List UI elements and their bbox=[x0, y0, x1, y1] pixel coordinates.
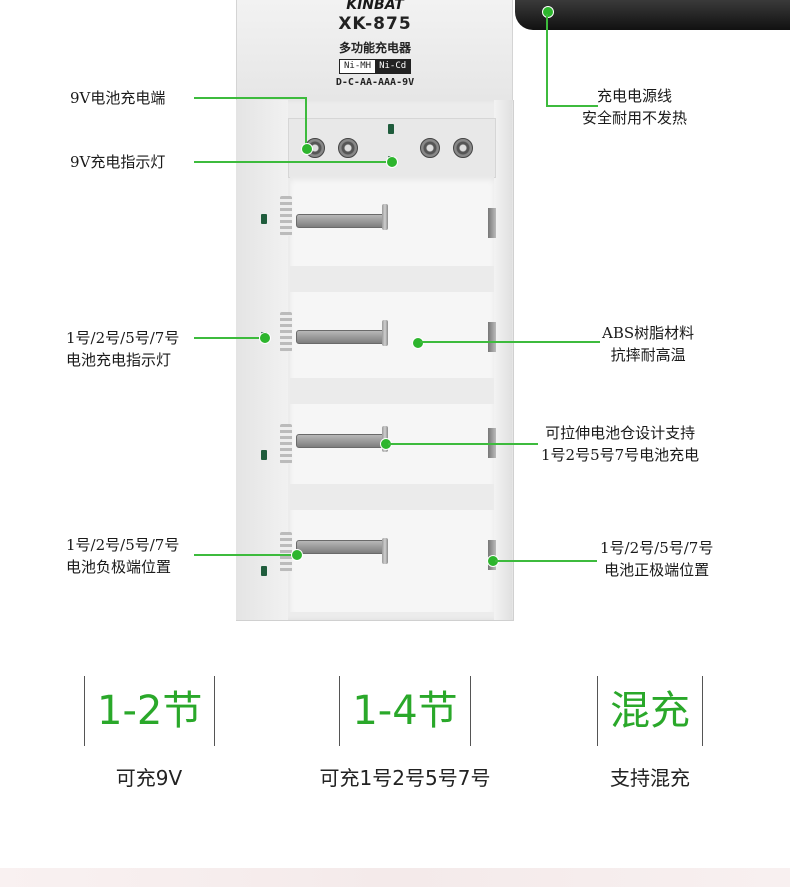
label-line: 1号/2号/5号/7号 bbox=[600, 539, 714, 557]
negative-contact-icon bbox=[296, 214, 386, 228]
negative-spring-icon bbox=[280, 196, 292, 236]
9v-led-icon bbox=[388, 124, 394, 134]
leader-line bbox=[305, 97, 307, 145]
battery-sizes: D-C-AA-AAA-9V bbox=[335, 77, 415, 88]
chemistry-badge: Ni-MH Ni-Cd bbox=[339, 59, 412, 74]
feature-box: 1-4节 bbox=[339, 676, 471, 746]
feature-caption: 可充9V bbox=[115, 766, 183, 790]
charger-rim-right bbox=[494, 100, 512, 620]
contact-post-icon bbox=[382, 204, 388, 230]
label-line: 电池正极端位置 bbox=[604, 561, 710, 579]
leader-line bbox=[420, 341, 600, 343]
negative-contact-icon bbox=[296, 434, 386, 448]
chemistry-nimh: Ni-MH bbox=[340, 60, 376, 73]
label-line: 1号/2号/5号/7号 bbox=[66, 536, 180, 554]
feature-value: 混充 bbox=[610, 688, 690, 734]
slot-led-icon bbox=[261, 214, 267, 224]
slot-led-icon bbox=[261, 450, 267, 460]
leader-line bbox=[194, 554, 294, 556]
negative-spring-icon bbox=[280, 532, 292, 572]
positive-tab-icon bbox=[488, 322, 496, 352]
leader-line bbox=[194, 97, 306, 99]
marker-dot-icon bbox=[259, 332, 271, 344]
marker-dot-icon bbox=[291, 549, 303, 561]
leader-line bbox=[546, 14, 548, 106]
feature-box: 1-2节 bbox=[84, 676, 216, 746]
contact-post-icon bbox=[382, 320, 388, 346]
power-cord bbox=[515, 0, 790, 30]
leader-line bbox=[546, 105, 598, 107]
feature-value: 1-2节 bbox=[97, 688, 203, 734]
charger-subtitle: 多功能充电器 bbox=[338, 41, 411, 55]
label-cell-indicator: 1号/2号/5号/7号 电池充电指示灯 bbox=[66, 327, 179, 371]
marker-dot-icon bbox=[412, 337, 424, 349]
footer-strip bbox=[0, 868, 790, 887]
positive-tab-icon bbox=[488, 208, 496, 238]
negative-contact-icon bbox=[296, 330, 386, 344]
feature-caption: 可充1号2号5号7号 bbox=[319, 766, 491, 790]
label-line: 电池充电指示灯 bbox=[66, 351, 172, 369]
feature-value: 1-4节 bbox=[352, 688, 458, 734]
negative-contact-icon bbox=[296, 540, 386, 554]
9v-terminal-icon bbox=[338, 138, 358, 158]
9v-terminal-icon bbox=[453, 138, 473, 158]
label-9v-indicator: 9V充电指示灯 bbox=[70, 151, 165, 173]
leader-line bbox=[194, 161, 390, 163]
leader-line bbox=[194, 337, 264, 339]
charger-head bbox=[236, 0, 513, 100]
feature-box: 混充 bbox=[597, 676, 703, 746]
label-abs-material: ABS树脂材料 抗摔耐高温 bbox=[602, 322, 694, 366]
model-number: XK-875 bbox=[338, 14, 412, 34]
bay-divider bbox=[290, 378, 494, 404]
label-negative-terminal: 1号/2号/5号/7号 电池负极端位置 bbox=[66, 534, 179, 578]
negative-spring-icon bbox=[280, 424, 292, 464]
label-line: 9V电池充电端 bbox=[70, 89, 166, 107]
label-line: 安全耐用不发热 bbox=[582, 109, 688, 127]
leader-line bbox=[388, 443, 538, 445]
bay-divider bbox=[290, 484, 494, 510]
feature-mixed: 混充 支持混充 bbox=[585, 676, 715, 791]
label-line: ABS树脂材料 bbox=[602, 324, 695, 342]
feature-9v: 1-2节 可充9V bbox=[84, 676, 216, 791]
feature-caption: 支持混充 bbox=[610, 766, 690, 790]
label-line: 9V充电指示灯 bbox=[70, 153, 166, 171]
contact-post-icon bbox=[382, 538, 388, 564]
label-line: 可拉伸电池仓设计支持 bbox=[545, 424, 696, 442]
label-line: 电池负极端位置 bbox=[66, 558, 172, 576]
label-9v-terminal: 9V电池充电端 bbox=[70, 87, 165, 109]
marker-dot-icon bbox=[542, 6, 554, 18]
label-line: 1号2号5号7号电池充电 bbox=[541, 446, 700, 464]
brand-logo: KINBAT bbox=[346, 0, 404, 12]
charger-rim-left bbox=[236, 100, 288, 620]
label-line: 充电电源线 bbox=[597, 87, 673, 105]
label-stretch-bay: 可拉伸电池仓设计支持 1号2号5号7号电池充电 bbox=[541, 422, 699, 466]
9v-terminal-icon bbox=[420, 138, 440, 158]
label-line: 1号/2号/5号/7号 bbox=[66, 329, 180, 347]
marker-dot-icon bbox=[301, 143, 313, 155]
leader-line bbox=[495, 560, 597, 562]
label-power-cord: 充电电源线 安全耐用不发热 bbox=[582, 85, 687, 129]
marker-dot-icon bbox=[386, 156, 398, 168]
label-positive-terminal: 1号/2号/5号/7号 电池正极端位置 bbox=[600, 537, 713, 581]
negative-spring-icon bbox=[280, 312, 292, 352]
slot-led-icon bbox=[261, 566, 267, 576]
label-line: 抗摔耐高温 bbox=[610, 346, 686, 364]
chemistry-nicd: Ni-Cd bbox=[375, 60, 411, 73]
bay-divider bbox=[290, 266, 494, 292]
feature-cells: 1-4节 可充1号2号5号7号 bbox=[300, 676, 510, 791]
